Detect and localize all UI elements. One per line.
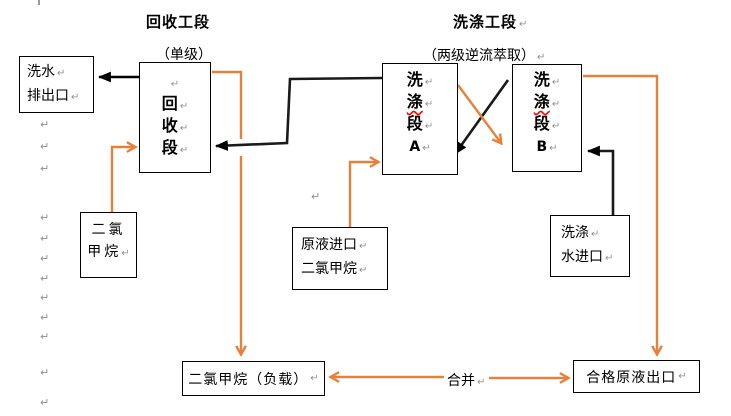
arrow-stage-b-to-stage-a <box>453 79 510 155</box>
washing-section-subtitle-text: （两级逆流萃取） <box>423 48 535 64</box>
box-row: 段↵ <box>161 138 189 157</box>
paragraph-mark-icon: ↵ <box>40 366 50 379</box>
paragraph-mark-icon: ↵ <box>40 252 50 265</box>
paragraph-mark-icon: ↵ <box>551 99 561 110</box>
arrow-raw-inlet-to-stage-a <box>348 162 378 227</box>
box-label: 二氯甲烷（负载） <box>188 371 309 388</box>
paragraph-mark-icon: ↵ <box>40 118 50 131</box>
paragraph-mark-icon: ↵ <box>40 330 50 343</box>
paragraph-mark-icon: ↵ <box>424 77 434 88</box>
paragraph-mark-icon: ↵ <box>121 248 130 259</box>
box-line: 洗水↵ <box>27 64 66 80</box>
paragraph-mark-icon: ↵ <box>424 99 434 110</box>
paragraph-mark-icon: ↵ <box>477 377 486 388</box>
merge-label: 合并↵ <box>447 370 485 390</box>
box-row: B↵ <box>536 139 558 155</box>
box-line: 洗涤↵ <box>561 225 600 241</box>
box-row: 涤↵ <box>533 92 561 111</box>
paragraph-mark-icon: ↵ <box>591 229 600 240</box>
paragraph-mark-icon: ↵ <box>359 241 368 252</box>
paragraph-mark-icon: ↵ <box>605 253 614 264</box>
washing-water-inlet-box[interactable]: 洗涤↵ 水进口↵ <box>550 215 630 277</box>
arrow-stage-a-to-recovery <box>214 76 383 151</box>
washing-section-title: 洗涤工段↵ <box>453 11 528 32</box>
paragraph-mark-icon: ↵ <box>422 143 431 154</box>
merge-label-text: 合并 <box>447 373 475 389</box>
box-line: 排出口↵ <box>27 88 80 104</box>
paragraph-mark-icon: ↵ <box>537 52 546 63</box>
paragraph-mark-icon: ↵ <box>40 140 50 153</box>
box-row: A↵ <box>409 139 431 155</box>
arrow-water-inlet-to-stage-b <box>586 145 615 216</box>
box-row: ↵ <box>171 71 179 93</box>
paragraph-mark-icon: ↵ <box>179 101 189 112</box>
paragraph-mark-icon: ↵ <box>359 265 368 276</box>
paragraph-mark-icon: ↵ <box>40 211 50 224</box>
text-cursor-tick <box>38 0 40 5</box>
washing-section-title-text: 洗涤工段 <box>453 13 518 31</box>
box-line: 二氯 <box>91 222 126 238</box>
paragraph-mark-icon: ↵ <box>40 272 50 285</box>
box-line: 水进口↵ <box>561 249 614 265</box>
box-label: 合格原液出口 <box>586 369 677 386</box>
box-row: 洗↵ <box>406 70 434 89</box>
washing-section-subtitle: （两级逆流萃取）↵ <box>423 45 545 65</box>
paragraph-mark-icon: ↵ <box>519 19 529 30</box>
wash-water-outlet-box[interactable]: 洗水↵ 排出口↵ <box>19 56 94 113</box>
box-row: 收↵ <box>161 116 189 135</box>
box-row: 洗↵ <box>533 70 561 89</box>
paragraph-mark-icon: ↵ <box>551 121 561 132</box>
recovery-section-subtitle: （单级） <box>156 47 212 63</box>
paragraph-mark-icon: ↵ <box>179 145 189 156</box>
box-line: 原液进口↵ <box>301 237 368 253</box>
box-line: 甲烷↵ <box>87 244 130 260</box>
dichloromethane-box[interactable]: 二氯 甲烷↵ <box>80 212 137 278</box>
arrow-recovery-to-dcm-loaded-upper <box>212 70 243 139</box>
recovery-section-title: 回收工段 <box>146 13 211 31</box>
paragraph-mark-icon: ↵ <box>424 121 434 132</box>
paragraph-mark-icon: ↵ <box>40 311 50 324</box>
box-row: 涤↵ <box>406 92 434 111</box>
recovery-stage-box[interactable]: ↵ 回↵ 收↵ 段↵ <box>139 62 211 173</box>
arrow-dcm-to-recovery <box>110 147 135 212</box>
dcm-loaded-box[interactable]: 二氯甲烷（负载）↵ <box>182 361 325 396</box>
paragraph-mark-icon: ↵ <box>170 79 180 90</box>
paragraph-mark-icon: ↵ <box>40 232 50 245</box>
paragraph-mark-icon: ↵ <box>57 68 66 79</box>
paragraph-mark-icon: ↵ <box>179 123 189 134</box>
box-row: 回↵ <box>161 94 189 113</box>
washing-stage-b-box[interactable]: 洗↵ 涤↵ 段↵ B↵ <box>512 64 582 172</box>
paragraph-mark-icon: ↵ <box>551 77 561 88</box>
box-row: 段↵ <box>533 114 561 133</box>
raw-liquid-inlet-box[interactable]: 原液进口↵ 二氯甲烷↵ <box>292 227 388 290</box>
paragraph-mark-icon: ↵ <box>311 190 321 203</box>
paragraph-mark-icon: ↵ <box>678 371 687 382</box>
arrow-stage-a-to-stage-b <box>457 84 501 143</box>
paragraph-mark-icon: ↵ <box>549 143 558 154</box>
box-row: 段↵ <box>406 114 434 133</box>
paragraph-mark-icon: ↵ <box>71 92 80 103</box>
box-line: 二氯甲烷↵ <box>301 261 368 277</box>
paragraph-mark-icon: ↵ <box>40 291 50 304</box>
paragraph-mark-icon: ↵ <box>40 162 50 175</box>
washing-stage-a-box[interactable]: 洗↵ 涤↵ 段↵ A↵ <box>382 63 458 175</box>
paragraph-mark-icon: ↵ <box>40 396 50 409</box>
paragraph-mark-icon: ↵ <box>310 373 319 384</box>
qualified-outlet-box[interactable]: 合格原液出口↵ <box>573 360 700 393</box>
